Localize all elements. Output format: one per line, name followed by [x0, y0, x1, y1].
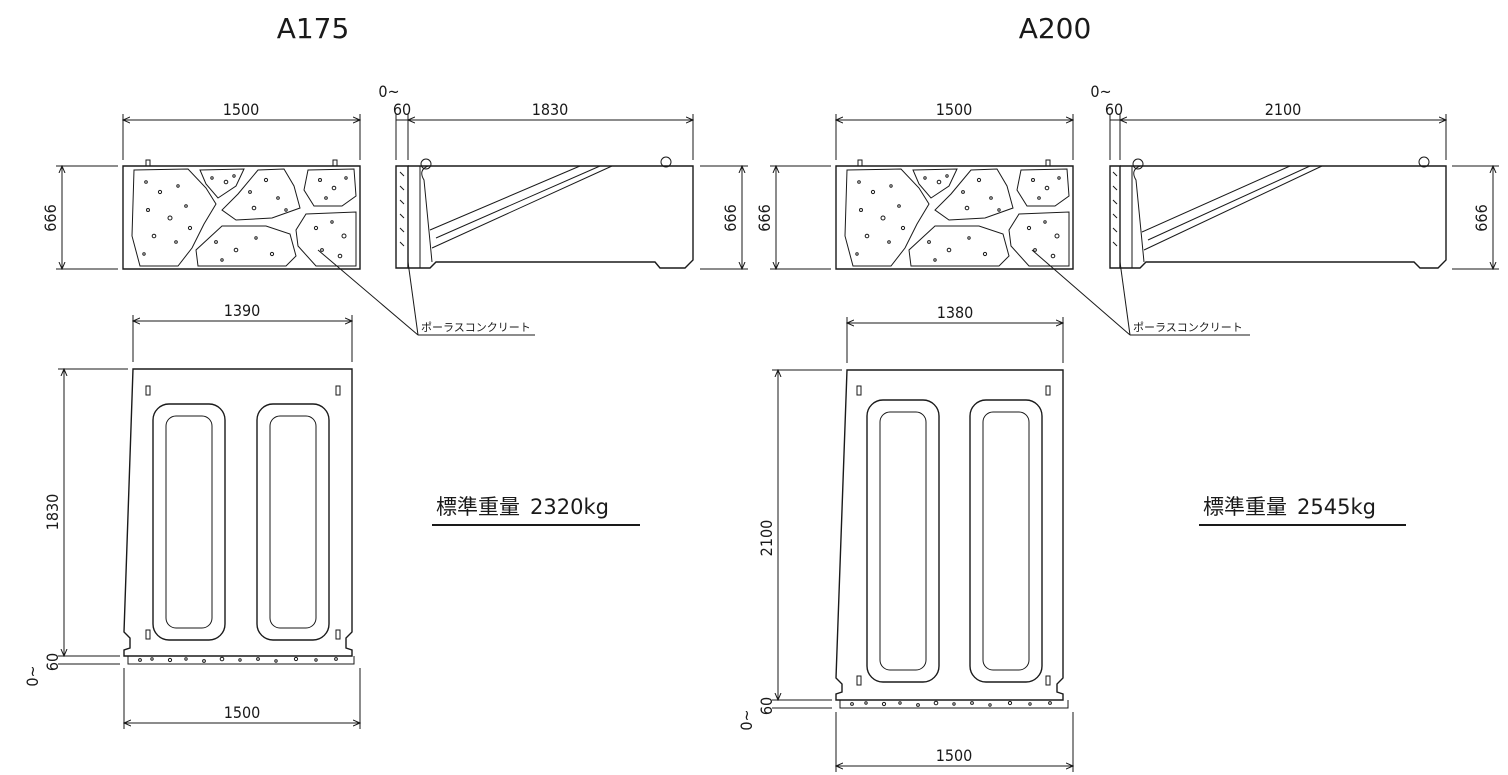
left-plan-view	[123, 368, 355, 665]
left-front-view	[122, 159, 361, 270]
left-callout-label: ポーラスコンクリート	[421, 321, 531, 334]
right-side-height-dim: 666	[1472, 204, 1491, 231]
right-plan-bottom-width-dim: 1500	[936, 746, 973, 765]
right-side-length-dim: 2100	[1265, 100, 1302, 119]
right-side-view	[1109, 156, 1447, 269]
left-block-drawing: A175 1500 666	[23, 12, 748, 729]
left-side-gap-top: 0~	[378, 82, 399, 101]
right-plan-length-dim: 2100	[757, 520, 776, 557]
left-title: A175	[277, 12, 350, 45]
left-plan-gap-bottom: 60	[43, 653, 62, 671]
right-plan-gap-bottom: 60	[757, 697, 776, 715]
right-side-gap-bottom: 60	[1105, 100, 1123, 119]
left-side-view	[395, 156, 694, 269]
right-front-view	[835, 159, 1074, 270]
right-title: A200	[1019, 12, 1092, 45]
left-plan-top-width-dim: 1390	[224, 301, 261, 320]
right-side-gap-top: 0~	[1090, 82, 1111, 101]
right-plan-gap-top: 0~	[737, 709, 756, 730]
left-plan-bottom-width-dim: 1500	[224, 703, 261, 722]
right-plan-view	[835, 369, 1069, 709]
left-side-height-dim: 666	[721, 204, 740, 231]
left-front-width-dim: 1500	[223, 100, 260, 119]
left-plan-gap-top: 0~	[23, 665, 42, 686]
right-front-width-dim: 1500	[936, 100, 973, 119]
left-front-height-dim: 666	[41, 204, 60, 231]
left-plan-length-dim: 1830	[43, 494, 62, 531]
right-callout-label: ポーラスコンクリート	[1133, 321, 1243, 334]
left-side-gap-bottom: 60	[393, 100, 411, 119]
right-block-drawing: A200 1500 666 0~	[737, 12, 1499, 772]
right-front-height-dim: 666	[755, 204, 774, 231]
right-plan-top-width-dim: 1380	[937, 303, 974, 322]
left-side-length-dim: 1830	[532, 100, 569, 119]
